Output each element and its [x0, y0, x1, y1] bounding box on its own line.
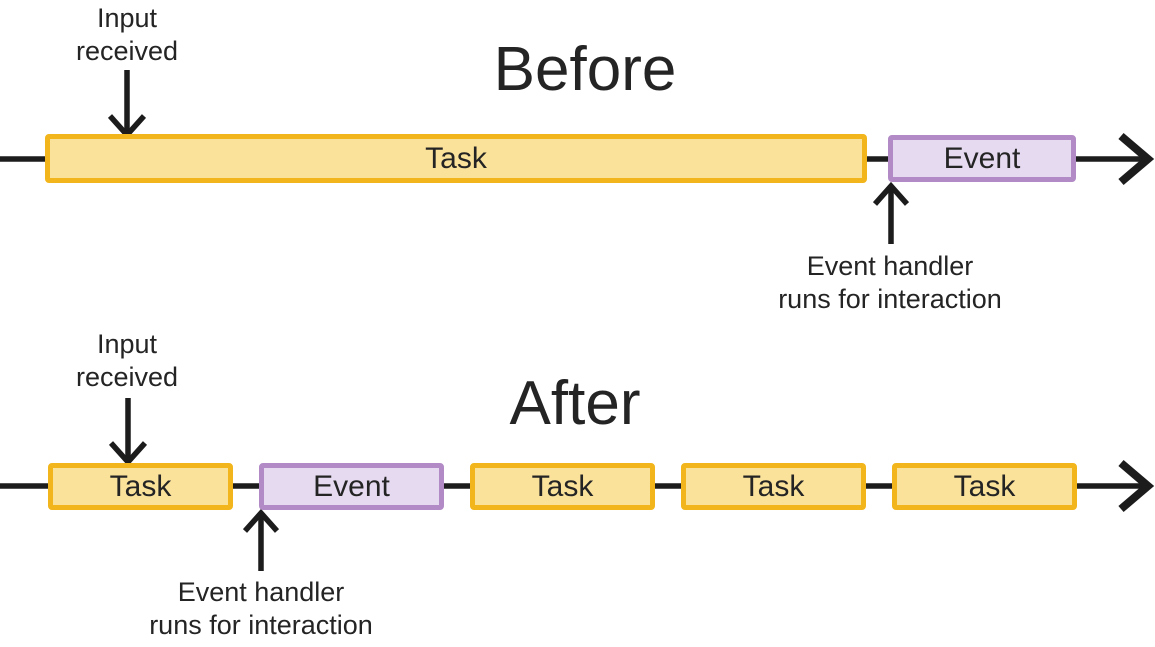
- after-task-label: Task: [109, 469, 172, 503]
- after-title: After: [509, 369, 641, 438]
- after-task-box-2: Task: [470, 463, 655, 510]
- after-task-box-1: Task: [48, 463, 233, 510]
- after-event-box: Event: [259, 463, 444, 510]
- after-handler-annotation: Event handler runs for interaction: [149, 577, 373, 641]
- before-event-label: Event: [943, 141, 1021, 175]
- after-event-label: Event: [313, 469, 390, 503]
- before-task-label: Task: [425, 141, 487, 175]
- before-task-box: Task: [45, 134, 867, 183]
- timeline-arrowhead-icon: [1118, 132, 1155, 186]
- after-task-label: Task: [742, 469, 805, 503]
- before-title: Before: [493, 35, 677, 104]
- before-input-arrow-icon: [107, 70, 147, 140]
- after-task-label: Task: [531, 469, 594, 503]
- after-task-label: Task: [953, 469, 1016, 503]
- before-handler-arrow-icon: [872, 181, 910, 244]
- after-task-box-3: Task: [681, 463, 866, 510]
- after-handler-arrow-icon: [242, 508, 280, 571]
- after-input-annotation: Input received: [75, 329, 179, 393]
- after-input-arrow-icon: [108, 398, 148, 467]
- timeline-arrowhead-icon: [1118, 459, 1155, 513]
- after-task-box-4: Task: [892, 463, 1077, 510]
- before-event-box: Event: [888, 135, 1076, 182]
- before-handler-annotation: Event handler runs for interaction: [778, 251, 1002, 315]
- before-input-annotation: Input received: [75, 3, 179, 67]
